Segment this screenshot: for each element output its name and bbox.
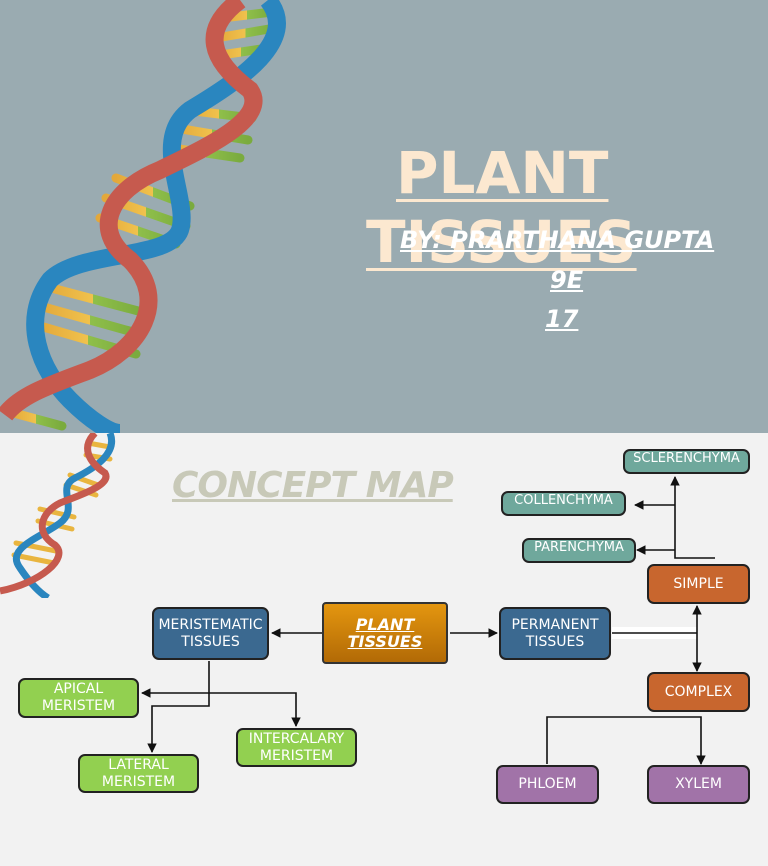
complex-node: COMPLEX	[647, 672, 750, 712]
permanent-tissues-node: PERMANENT TISSUES	[499, 607, 611, 660]
class-label: 9E	[550, 266, 584, 294]
title-slide: PLANT TISSUES BY: PRARTHANA GUPTA 9E 17	[0, 0, 768, 433]
author-byline: BY: PRARTHANA GUPTA	[400, 226, 715, 254]
plant-tissues-node: PLANT TISSUES	[322, 602, 448, 664]
phloem-node: PHLOEM	[496, 765, 599, 804]
meristematic-tissues-node: MERISTEMATIC TISSUES	[152, 607, 269, 660]
title-line-1: PLANT	[396, 139, 609, 207]
simple-node: SIMPLE	[647, 564, 750, 604]
roll-number: 17	[545, 305, 579, 333]
xylem-node: XYLEM	[647, 765, 750, 804]
parenchyma-node: PARENCHYMA	[522, 538, 636, 563]
connector-lines	[141, 476, 715, 765]
dna-helix-small-image	[0, 433, 116, 598]
collenchyma-node: COLLENCHYMA	[501, 491, 626, 516]
intercalary-meristem-node: INTERCALARY MERISTEM	[236, 728, 357, 767]
sclerenchyma-node: SCLERENCHYMA	[623, 449, 750, 474]
lateral-meristem-node: LATERAL MERISTEM	[78, 754, 199, 793]
dna-helix-image	[0, 0, 286, 433]
concept-map-heading: CONCEPT MAP	[172, 465, 454, 506]
title-line-2: TISSUES	[366, 208, 637, 276]
concept-map-slide: CONCEPT MAP	[0, 433, 768, 866]
apical-meristem-node: APICAL MERISTEM	[18, 678, 139, 718]
